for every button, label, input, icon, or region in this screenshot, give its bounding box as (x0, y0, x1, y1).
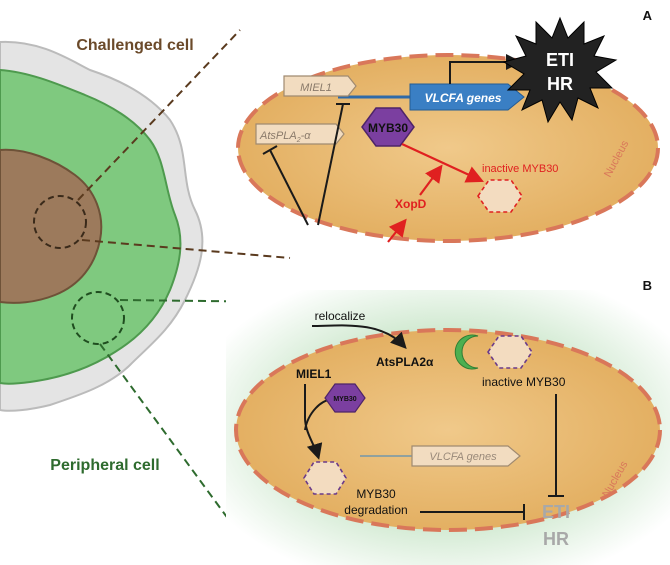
myb30-a-label: MYB30 (368, 121, 408, 135)
peripheral-cell-label: Peripheral cell (50, 457, 159, 474)
hr-label-b: HR (543, 529, 569, 549)
xopd-arrow-lower (387, 218, 407, 243)
zoom-line-b-top (119, 299, 291, 303)
atspla-a-subscript: 2 (296, 137, 301, 144)
eti-label-a: ETI (546, 50, 574, 70)
atspla-a-suffix: -α (301, 130, 312, 142)
atspla-a-label: AtsPLA (259, 130, 297, 142)
challenged-cell-marker (33, 195, 87, 249)
panel-a-letter: A (643, 8, 653, 23)
zoom-line-a-top (77, 29, 241, 201)
vlcfa-genes-b: VLCFA genes (360, 445, 521, 467)
degradation-line2: degradation (344, 503, 407, 517)
miel1-b-label: MIEL1 (296, 367, 332, 381)
atspla-b-label: AtsPLA2α (376, 355, 434, 369)
atspla-protein-b (454, 334, 479, 370)
relocalize-label: relocalize (315, 309, 366, 323)
vlcfa-genes-a: VLCFA genes (338, 83, 525, 111)
atspla-inhibition-a (269, 149, 309, 226)
inactive-myb30-a (477, 179, 523, 213)
zoom-line-b-bottom (99, 343, 241, 536)
myb30-b-label: MYB30 (333, 396, 356, 403)
vlcfa-genes-a-label: VLCFA genes (425, 91, 502, 105)
vlcfa-genes-b-label: VLCFA genes (429, 451, 497, 463)
inactivation-arrow-a (401, 143, 484, 183)
myb30-b: MYB30 (324, 383, 366, 413)
zoom-line-a-bottom (81, 239, 291, 259)
degradation-line1: MYB30 (356, 487, 396, 501)
hr-label-a: HR (547, 74, 573, 94)
activation-arrow-a (449, 54, 522, 84)
panel-b-letter: B (643, 278, 652, 293)
degraded-myb30 (303, 461, 347, 495)
degradation-arrow (304, 417, 323, 460)
peripheral-cell-marker (71, 291, 125, 345)
leaf-tissue (0, 40, 204, 412)
relocalize-arrow (311, 324, 407, 349)
nucleus-b (234, 328, 662, 532)
miel1-inhibition-a (317, 103, 344, 226)
miel1-a-label: MIEL1 (300, 82, 332, 94)
atspla-a: AtsPLA2-α (255, 123, 345, 145)
inactive-myb30-b (487, 335, 533, 369)
miel1-a: MIEL1 (283, 75, 357, 97)
challenged-cell-label: Challenged cell (76, 37, 193, 54)
eti-label-b: ETI (542, 502, 570, 522)
xopd-label: XopD (395, 197, 427, 211)
eti-hr-burst: ETI HR (502, 16, 618, 124)
inactive-myb30-a-label: inactive MYB30 (482, 163, 558, 175)
inactive-myb30-b-label: inactive MYB30 (482, 375, 566, 389)
myb30-a: MYB30 (361, 107, 415, 147)
svg-text:AtsPLA2-α: AtsPLA2-α (259, 130, 311, 144)
xopd-arrow-upper (419, 164, 443, 196)
